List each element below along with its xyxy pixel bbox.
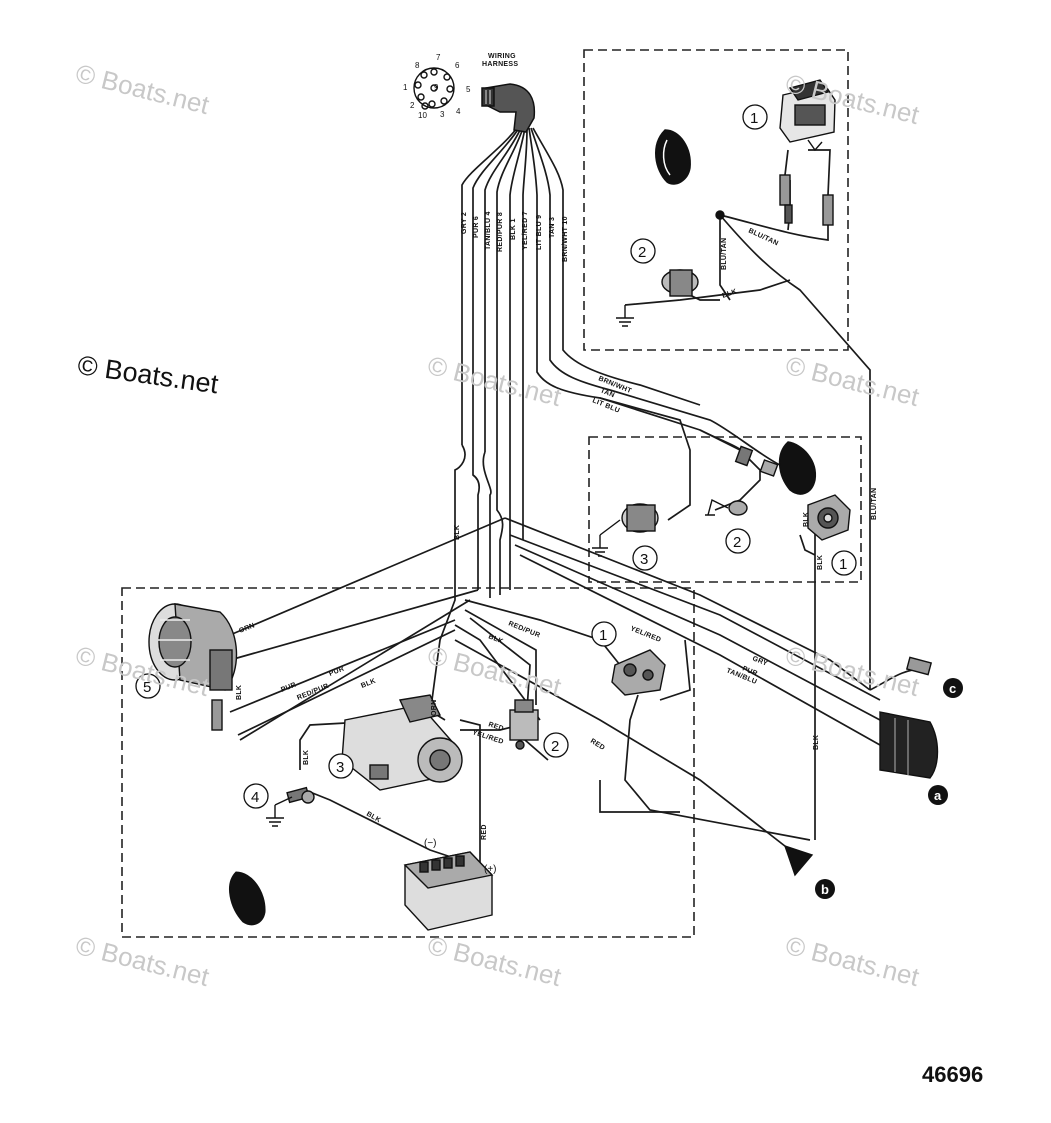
end-letter-b: b [821, 882, 829, 897]
pin-1: 1 [403, 83, 408, 92]
top-connector-icon [779, 174, 791, 206]
pin-6: 6 [455, 61, 460, 70]
wire-label-blu-tan-2: BLU/TAN [721, 238, 728, 270]
harness-label-line2: HARNESS [482, 61, 518, 68]
top-right-box [583, 49, 849, 351]
pin-4: 4 [456, 107, 461, 116]
wire-label-yel-red-sw: YEL/RED [629, 625, 662, 644]
top-box-components [616, 79, 836, 327]
callout-bot-3: 3 [336, 759, 344, 776]
wire-label-blk-alt-v: BLK [236, 685, 243, 700]
wire-label-litblu9: LIT BLU 9 [536, 215, 543, 250]
alternator-icon [148, 603, 238, 731]
harness-connector-a-icon [879, 711, 939, 779]
wire-label-blu-tan-1: BLU/TAN [747, 227, 779, 247]
mid-box-components [592, 441, 851, 557]
callout-mid-2: 2 [733, 534, 741, 551]
wire-label-tanblu4: TAN/BLU 4 [485, 211, 492, 250]
wire-label-blk-sender: BLK [803, 512, 810, 527]
wire-label-blk-right-v: BLK [813, 735, 820, 750]
wire-label-blk-top: BLK [721, 288, 738, 300]
pin-10: 10 [418, 111, 427, 120]
wire-label-red-battery: RED [481, 824, 488, 840]
wire-label-blk-vert: BLK [454, 525, 461, 540]
arrow-b-icon [783, 844, 814, 877]
dashed-boxes [121, 49, 862, 938]
pin-9: 9 [434, 83, 439, 92]
starter-motor-icon [341, 694, 463, 791]
battery-icon [403, 851, 494, 931]
wire-label-blk1: BLK 1 [510, 218, 517, 240]
callout-top-1: 1 [750, 110, 758, 127]
wire-label-blk-center: BLK [487, 633, 504, 645]
wire-label-redpur8: RED/PUR 8 [497, 212, 504, 252]
top-caution-icon [655, 129, 691, 185]
wire-label-gry-right: GRY [751, 655, 768, 667]
callout-mid-3: 3 [640, 551, 648, 568]
callout-top-2: 2 [638, 244, 646, 261]
pin-7: 7 [436, 53, 441, 62]
wire-label-orn-alt: ORN [238, 622, 256, 635]
middle-right-box [588, 436, 862, 583]
harness-wire-labels: GRY 2 PUR 6 TAN/BLU 4 RED/PUR 8 BLK 1 YE… [461, 211, 569, 262]
callout-bot-5: 5 [143, 679, 151, 696]
pin-5: 5 [466, 85, 471, 94]
right-end-connectors [783, 656, 939, 877]
callout-bot-2: 2 [551, 738, 559, 755]
mid-box-wiring [599, 397, 816, 610]
mid-connector-icon [734, 445, 754, 467]
pin-8: 8 [415, 61, 420, 70]
harness-label-line1: WIRING [488, 53, 516, 60]
bottom-switch-icon [611, 649, 666, 696]
part-number: 46696 [922, 1062, 984, 1087]
battery-pos-terminal: (+) [484, 864, 497, 875]
pin-numbers: 1 2 3 4 5 6 7 8 9 10 [403, 53, 471, 120]
solenoid-icon [509, 699, 539, 750]
mid-sender-2-icon [728, 500, 748, 516]
end-letter-c: c [949, 681, 956, 696]
mid-caution-icon [778, 441, 816, 495]
wire-label-brnwht10: BRN/WHT 10 [562, 216, 569, 262]
wire-label-red-solenoid: RED [589, 738, 606, 752]
bottom-left-box [121, 587, 695, 938]
wire-label-orn-starter: ORN [431, 700, 438, 716]
wire-label-blk-alt: BLK [360, 678, 377, 690]
callout-bot-4: 4 [251, 789, 259, 806]
wire-label-gry2: GRY 2 [461, 212, 468, 234]
callout-bot-1: 1 [599, 627, 607, 644]
pin-3: 3 [440, 110, 445, 119]
wire-label-pur-alt-2: PUR [280, 681, 297, 693]
bottom-caution-icon [229, 871, 266, 926]
end-letter-a: a [934, 788, 942, 803]
wire-label-yelred7: YEL/RED 7 [522, 211, 529, 250]
wire-label-blk-starter: BLK [303, 750, 310, 765]
pin-connector-face [413, 67, 455, 110]
battery-neg-terminal: (−) [424, 838, 437, 849]
ground-stud-icon [266, 786, 315, 827]
harness-plug [481, 83, 536, 133]
wire-label-red-starter: RED [487, 721, 504, 733]
top-box-labels: BLU/TAN BLU/TAN BLK 1 2 [630, 104, 779, 300]
wire-label-blk-right: BLK [817, 555, 824, 570]
wire-label-pur6: PUR 6 [473, 216, 480, 238]
main-wiring [229, 444, 926, 870]
mid-box-labels: BRN/WHT TAN LIT BLU BLK BLK BLU/TAN 3 2 … [591, 375, 878, 576]
callout-mid-1: 1 [839, 556, 847, 573]
pin-2: 2 [410, 101, 415, 110]
wire-label-tan3: TAN 3 [549, 217, 556, 238]
wire-label-blu-tan-3: BLU/TAN [871, 488, 878, 520]
end-letters: c a b [815, 678, 963, 899]
wire-label-pur-alt: PUR [328, 665, 345, 677]
